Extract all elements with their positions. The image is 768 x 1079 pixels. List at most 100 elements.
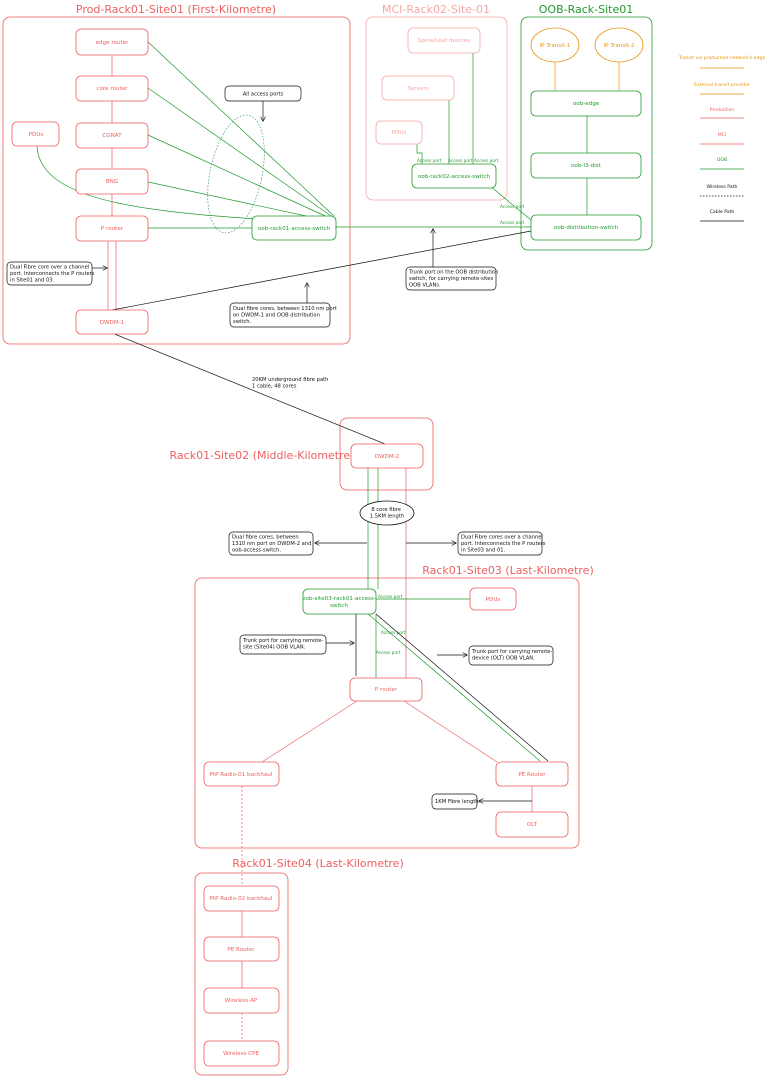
annotation-line: Dual fibre cores, between [232,535,299,541]
node-ip-transit-1[interactable]: IP Transit-1 [530,27,580,63]
container-title-site04: Rack01-Site04 (Last-Kilometre) [232,857,404,870]
annotation-line: port. Interconnects the P routers [461,541,546,547]
node-label: PDUs [29,132,44,138]
annotation-line: Dual fibre cores, between 1310 nm port [233,306,337,312]
node-pe-router-site04[interactable]: PE Router [203,936,280,962]
legend-label: Production [710,107,735,113]
node-oob-l3-dist[interactable]: oob-l3-dist [530,152,642,179]
node-dwdm1[interactable]: DWDM-1 [75,309,149,335]
annotation-text: 1KM Fibre length. [435,799,481,805]
node-wireless-ap[interactable]: Wireless AP [203,987,280,1014]
port-label: Access port [500,204,525,209]
legend-item-transit-edge: Transit via production network's edge [678,55,765,69]
annotation-line: Trunk port on the OOB distribution [408,270,498,276]
node-label: DWDM-2 [375,454,400,460]
node-label: BNG [106,179,118,185]
link-oob-cgnat [147,134,335,221]
legend-label: MCI [718,132,727,138]
annotation-underground-fibre: 20KM underground fibre path 1 cable, 48 … [252,377,330,390]
legend-item-wireless-path: Wireless Path [700,184,744,197]
annotation-line: oob-access-switch. [232,548,281,554]
node-bng[interactable]: BNG [75,168,149,195]
node-label: oob-rack02-access-switch [418,174,491,180]
annotation-dual-fibre-site01: Dual Fibre core over a channel port. Int… [6,261,107,286]
legend-item-mci: MCI [700,132,744,145]
node-label: DWDM-1 [100,320,125,326]
container-site02: Rack01-Site02 (Middle-Kilometre) [170,417,434,491]
container-site03: Rack01-Site03 (Last-Kilometre) [194,564,594,849]
link-oob-bng [147,181,335,223]
node-oob-distribution-switch[interactable]: oob-distribution-switch [530,214,642,241]
annotation-olt-fibre: 1KM Fibre length. [431,793,532,810]
port-labels: Access port Access port Access port Acce… [376,158,525,655]
legend: Transit via production network's edge Ex… [678,55,765,222]
annotation-line: on DWDM-1 and OOB distribution [233,313,320,319]
annotation-line: Dual Fibre core over a channel [10,265,89,271]
legend-label: Wireless Path [707,184,738,190]
annotation-line: switch, for carrying remote-sites [409,276,493,282]
node-label: PE Router [518,772,546,778]
annotation-line: Trunk port for carrying remote- [242,638,323,644]
port-label: Access port [378,594,403,599]
node-dwdm2[interactable]: DWDM-2 [350,443,424,469]
node-label: CGNAT [102,133,122,139]
link-oob-edge-router [147,41,335,217]
node-pdus-mci[interactable]: PDUs [375,120,423,145]
node-label: PtP Radio-01 backhaul [210,772,273,778]
node-oob-site03-access-switch[interactable]: oob-site03-rack01-access- switch [302,588,377,615]
svg-text:8 core fibre 1.5KM len: 8 core fibre 1.5KM length [370,507,404,520]
node-oob-edge[interactable]: oob-edge [530,90,642,117]
node-label: core router [97,86,129,92]
container-mci: MCI-Rack02-Site-01 [365,3,508,201]
node-spine-leaf[interactable]: Spine/Leaf devices [407,27,481,54]
node-olt[interactable]: OLT [495,811,569,838]
node-ip-transit-2[interactable]: IP Transit-2 [594,27,644,63]
link-pdus-access [416,144,423,164]
legend-label: OOB [717,157,727,163]
svg-text:Dual fibre cores, between: Dual fibre cores, between 1310 nm port o… [232,535,313,554]
node-pdus-site01[interactable]: PDUs [11,121,60,147]
node-oob-rack02-access-switch[interactable]: oob-rack02-access-switch [411,163,497,189]
legend-item-production: Production [700,107,744,119]
annotation-text: All access ports [243,92,284,98]
container-title-mci: MCI-Rack02-Site-01 [382,3,490,16]
svg-text:20KM underground fibre path: 20KM underground fibre path 1 cable, 48 … [252,377,330,390]
annotation-all-access-ports: All access ports [224,85,302,121]
node-label: oob-site03-rack01-access- [302,596,376,602]
node-label: P router [101,226,124,232]
node-core-router[interactable]: core router [75,75,149,102]
annotation-core-fibre: 8 core fibre 1.5KM length [359,500,415,526]
port-label: Access port [417,158,442,163]
port-label: Access port [381,630,406,635]
node-label: edge router [96,40,130,46]
legend-item-oob: OOB [700,157,744,170]
node-oob-rack01-access-switch[interactable]: oob-rack01-access-switch [251,215,337,241]
container-title-oob: OOB-Rack-Site01 [539,3,633,16]
node-ptp-radio-02[interactable]: PtP Radio-02 backhaul [203,885,280,912]
node-cgnat[interactable]: CGNAT [75,122,149,149]
svg-text:Trunk port for carrying remote: Trunk port for carrying remote- device (… [471,649,554,662]
node-label: PDUs [486,597,501,603]
node-p-router-site03[interactable]: P router [349,677,423,702]
node-pe-router-site03[interactable]: PE Router [495,761,569,787]
node-label: oob-edge [573,101,600,107]
node-pdus-site03[interactable]: PDUs [469,587,517,611]
node-servers[interactable]: Servers [381,75,455,101]
port-label: Access port [500,220,525,225]
node-wireless-cpe[interactable]: Wireless CPE [203,1040,280,1067]
annotation-line: in Site03 and 01. [461,548,506,554]
node-label: PtP Radio-02 backhaul [210,896,273,902]
link-oobs3-pe [367,613,541,762]
annotation-line: port. Interconnects the P routers [10,271,95,277]
node-label: OLT [527,822,538,828]
node-edge-router[interactable]: edge router [75,28,149,56]
annotation-dual-fibre-dwdm2: Dual fibre cores, between 1310 nm port o… [228,531,367,556]
container-title-site02: Rack01-Site02 (Middle-Kilometre) [170,449,355,462]
node-p-router-site01[interactable]: P router [75,215,149,242]
node-ptp-radio-01[interactable]: PtP Radio-01 backhaul [203,761,280,787]
node-label: PE Router [227,947,255,953]
annotation-line: 1310 nm port on DWDM-2 and [232,541,311,547]
svg-text:Dual Fibre core over a channel: Dual Fibre core over a channel port. Int… [10,265,96,284]
annotation-dual-fibre-1310: Dual fibre cores, between 1310 nm port o… [229,283,337,328]
legend-label: Cable Path [710,209,735,215]
